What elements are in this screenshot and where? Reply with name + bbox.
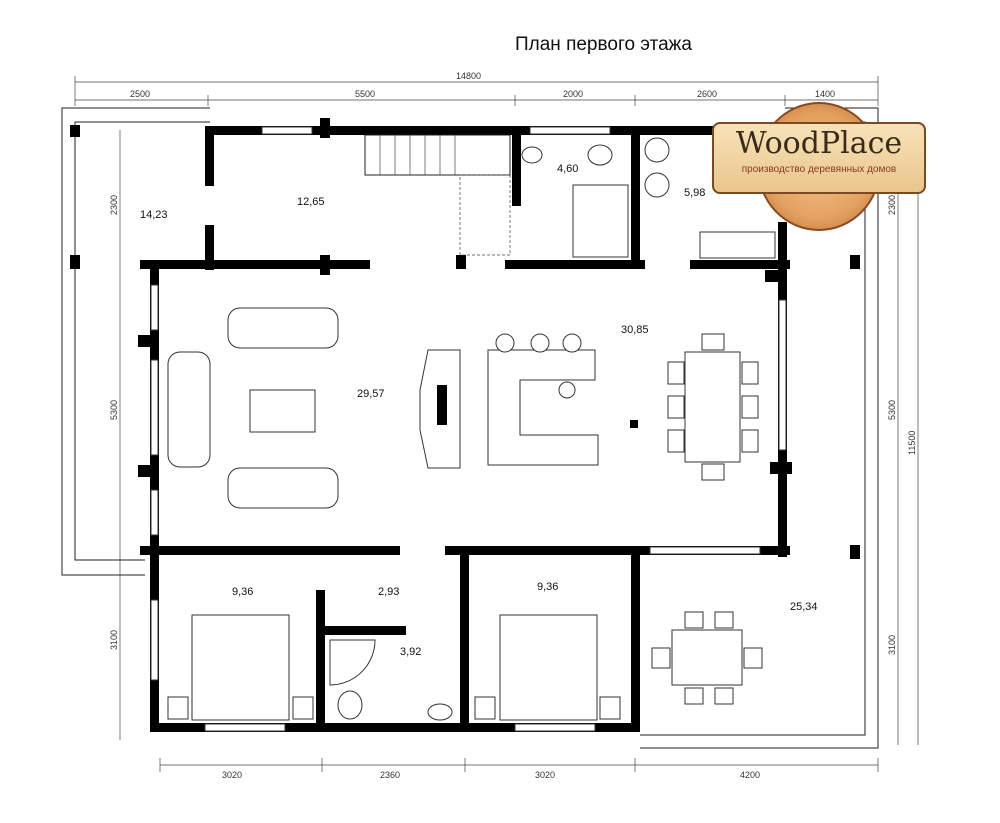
- dim-right: 2300: [887, 195, 897, 215]
- logo-brand: WoodPlace: [735, 126, 903, 161]
- dim-top: 2600: [697, 89, 717, 99]
- dimension-lines: [74, 76, 919, 772]
- room-area-corridor: 2,93: [378, 586, 399, 598]
- bed: [191, 614, 290, 721]
- room-areas: 14,23 12,65 4,60 5,98 29,57 30,85 9,36 2…: [140, 163, 818, 658]
- sofa: [167, 351, 211, 468]
- dim-right-total: 11500: [907, 431, 917, 455]
- dim-top: 2000: [563, 89, 583, 99]
- dim-right: 3100: [887, 635, 897, 655]
- dining-table: [684, 351, 741, 463]
- room-area-terrace-right: 25,34: [790, 601, 818, 613]
- sofa: [227, 467, 339, 509]
- shower-tray: [572, 184, 629, 258]
- dim-top-total: 14800: [456, 71, 481, 81]
- room-area-kitchen-dining: 30,85: [621, 324, 649, 336]
- shower: [329, 639, 376, 686]
- room-area-bedroom-left: 9,36: [232, 586, 253, 598]
- dim-top: 2500: [130, 89, 150, 99]
- room-area-hall: 12,65: [297, 196, 325, 208]
- dim-top: 1400: [815, 89, 835, 99]
- sink: [427, 703, 453, 721]
- dim-left: 2300: [109, 195, 119, 215]
- dim-left: 5300: [109, 400, 119, 420]
- room-area-bedroom-right: 9,36: [537, 581, 558, 593]
- staircase: [364, 134, 511, 256]
- coffee-table: [249, 389, 316, 433]
- terrace-table: [671, 629, 743, 686]
- logo-tagline: производство деревянных домов: [741, 164, 897, 175]
- bed: [499, 614, 598, 721]
- dim-bottom: 4200: [740, 770, 760, 780]
- room-area-bathroom: 4,60: [557, 163, 578, 175]
- dimension-labels: 14800 2500 5500 2000 2600 1400 2300 5300…: [109, 71, 917, 780]
- toilet: [337, 690, 363, 720]
- room-area-sauna: 5,98: [684, 187, 705, 199]
- dim-left: 3100: [109, 630, 119, 650]
- woodplace-logo: WoodPlace производство деревянных домов: [712, 102, 926, 231]
- room-area-living-room: 29,57: [357, 388, 385, 400]
- sofa: [227, 307, 339, 349]
- dim-top: 5500: [355, 89, 375, 99]
- room-area-shower-room: 3,92: [400, 646, 421, 658]
- walls: [70, 118, 860, 732]
- plan-title: План первого этажа: [515, 34, 692, 55]
- dim-bottom: 3020: [535, 770, 555, 780]
- kitchen-island: [487, 349, 599, 466]
- dim-right: 5300: [887, 400, 897, 420]
- logo-plank: WoodPlace производство деревянных домов: [712, 122, 926, 194]
- dim-bottom: 3020: [222, 770, 242, 780]
- furniture: [167, 137, 776, 721]
- room-area-terrace-left: 14,23: [140, 209, 168, 221]
- windows: [150, 126, 787, 732]
- dim-bottom: 2360: [380, 770, 400, 780]
